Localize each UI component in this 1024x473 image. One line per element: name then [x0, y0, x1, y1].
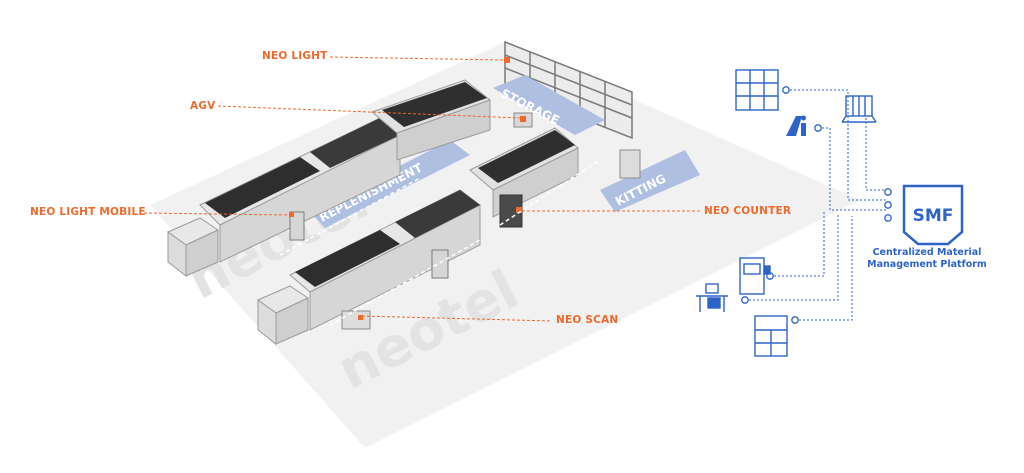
mobile-cart-2 — [431, 249, 449, 279]
workstation-icon — [696, 283, 728, 312]
neo-light-mobile-cart — [289, 211, 305, 241]
smf-badge-icon — [902, 184, 964, 246]
callout-neo-light-mobile: NEO LIGHT MOBILE — [30, 206, 146, 218]
flow-arrows — [279, 159, 601, 326]
network-lines — [745, 89, 886, 321]
kitting-device — [619, 149, 641, 179]
neo-counter-accent — [516, 207, 522, 213]
neo-scan-station — [341, 310, 371, 330]
kitting-label-bg — [600, 150, 700, 212]
neo-scan-accent — [358, 315, 363, 320]
neo-light-storage-racks — [504, 40, 633, 140]
callout-neo-scan: NEO SCAN — [556, 314, 619, 326]
loader-machine-1 — [166, 217, 220, 278]
tower-storage-icon — [841, 95, 877, 123]
storage-rack-icon — [735, 69, 779, 111]
callout-neo-light: NEO LIGHT — [262, 50, 328, 62]
callout-neo-counter: NEO COUNTER — [704, 205, 792, 217]
storage-label-bg — [493, 75, 605, 135]
smf-caption-line-2: Management Platform — [867, 259, 987, 270]
ai-logo-icon — [786, 115, 806, 136]
smf-badge-label: SMF — [913, 206, 954, 226]
replenishment-label-bg — [310, 140, 470, 228]
conveyor-oven-1 — [371, 79, 492, 161]
smf-caption: Centralized Material Management Platform — [852, 247, 1002, 271]
production-line-2 — [289, 189, 481, 331]
smf-caption-line-1: Centralized Material — [872, 247, 982, 258]
callout-leaders — [143, 56, 700, 322]
neo-light-indicator — [504, 57, 510, 63]
cabinet-icon — [754, 315, 788, 357]
neo-light-mobile-accent — [289, 212, 294, 217]
network-nodes — [741, 86, 892, 324]
agv-robot-accent — [520, 116, 526, 122]
callout-agv: AGV — [190, 100, 216, 112]
loader-machine-2 — [256, 285, 310, 346]
counter-machine-icon — [739, 257, 771, 295]
